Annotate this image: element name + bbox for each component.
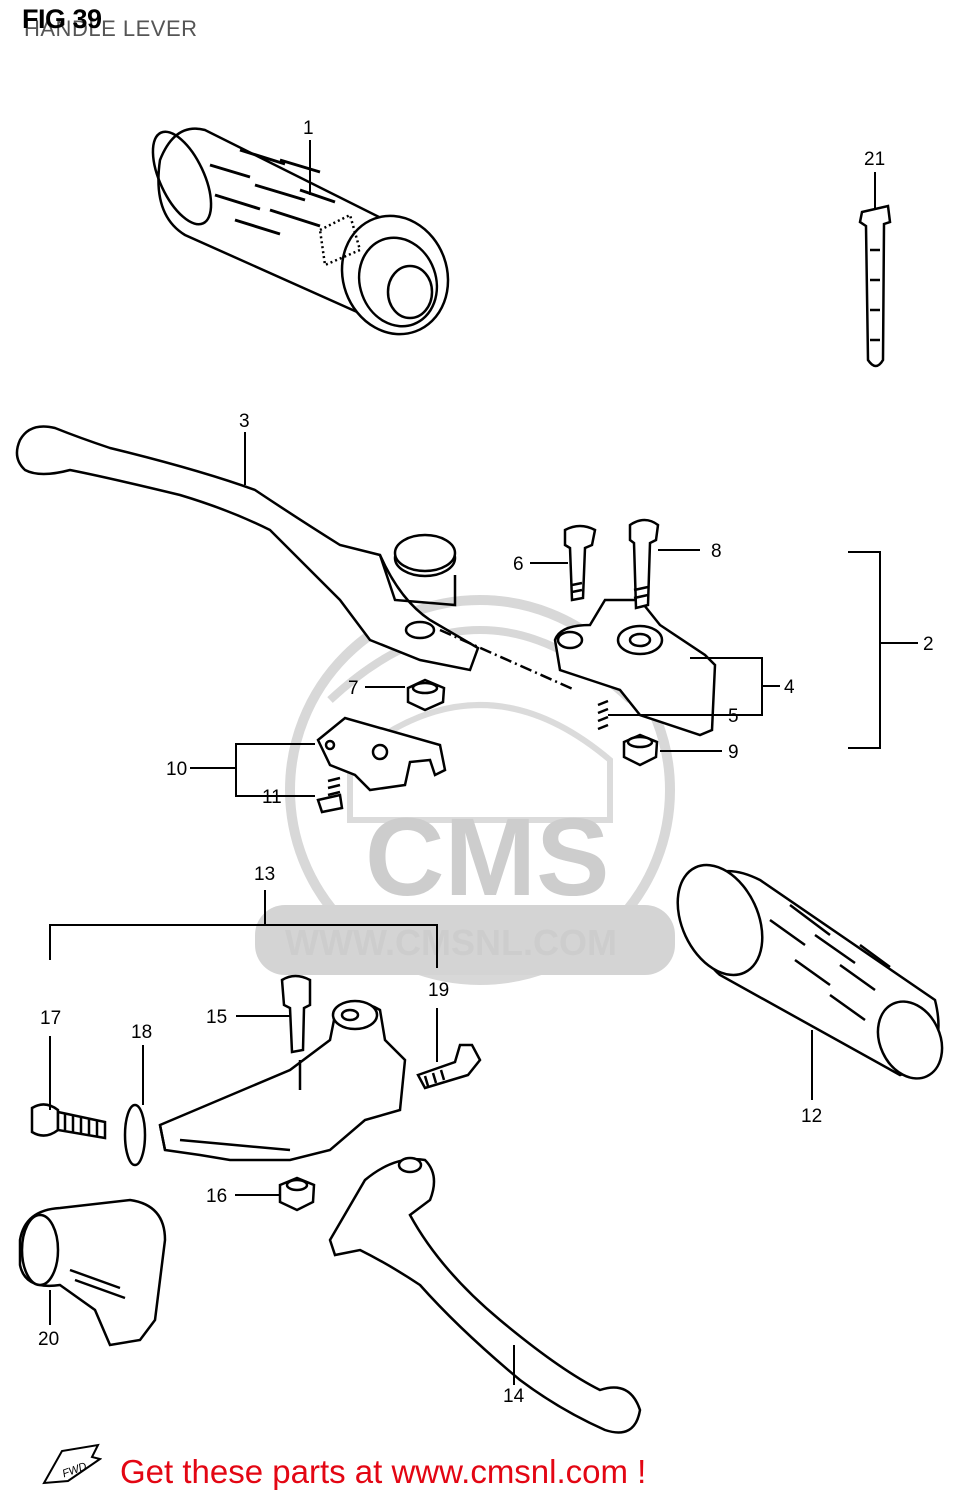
callout-5: 5 [728,706,739,727]
part-lever-holder [439,598,717,737]
callout-7: 7 [348,678,359,699]
callout-6: 6 [513,554,524,575]
callout-12: 12 [801,1106,822,1127]
callout-15: 15 [206,1007,227,1028]
callout-11: 11 [262,787,282,808]
part-nuts-spring [406,678,659,767]
callout-14: 14 [503,1386,525,1407]
cms-watermark: CMS WWW.CMSNL.COM [255,595,675,985]
callout-18: 18 [131,1022,152,1043]
callout-10: 10 [166,759,187,780]
part-small-hardware [30,974,482,1212]
part-brake-lever [15,425,480,672]
callout-3: 3 [239,411,250,432]
callout-17: 17 [40,1008,61,1029]
callout-labels: 1 2 3 4 5 6 7 8 9 10 11 12 13 14 15 16 1… [38,118,934,1407]
watermark-logo-text: CMS [365,796,609,919]
part-clutch-holder [158,999,407,1162]
figure-subtitle: HANDLE LEVER [24,16,198,41]
callout-16: 16 [206,1186,227,1207]
callout-9: 9 [728,742,739,763]
callout-20: 20 [38,1329,59,1350]
callout-21: 21 [864,149,885,170]
watermark-url-text: WWW.CMSNL.COM [285,922,617,963]
part-bolts-6-8 [563,518,660,610]
part-dust-cover [18,1198,167,1347]
part-grip-throttle [151,127,450,336]
figure-number: FIG 39 [22,4,102,34]
part-brake-switch [316,716,447,814]
callout-19: 19 [428,980,449,1001]
footer-link[interactable]: Get these parts at www.cmsnl.com ! [120,1453,647,1490]
part-cable-tie [858,204,892,368]
part-clutch-lever [328,1156,642,1434]
callout-8: 8 [711,541,722,562]
callout-13: 13 [254,864,275,885]
callout-1: 1 [303,118,314,139]
fwd-arrow-icon: FWD [42,1443,102,1485]
part-grip-left [676,863,944,1080]
callout-4: 4 [784,677,795,698]
leader-lines [49,140,918,1385]
callout-2: 2 [923,634,934,655]
